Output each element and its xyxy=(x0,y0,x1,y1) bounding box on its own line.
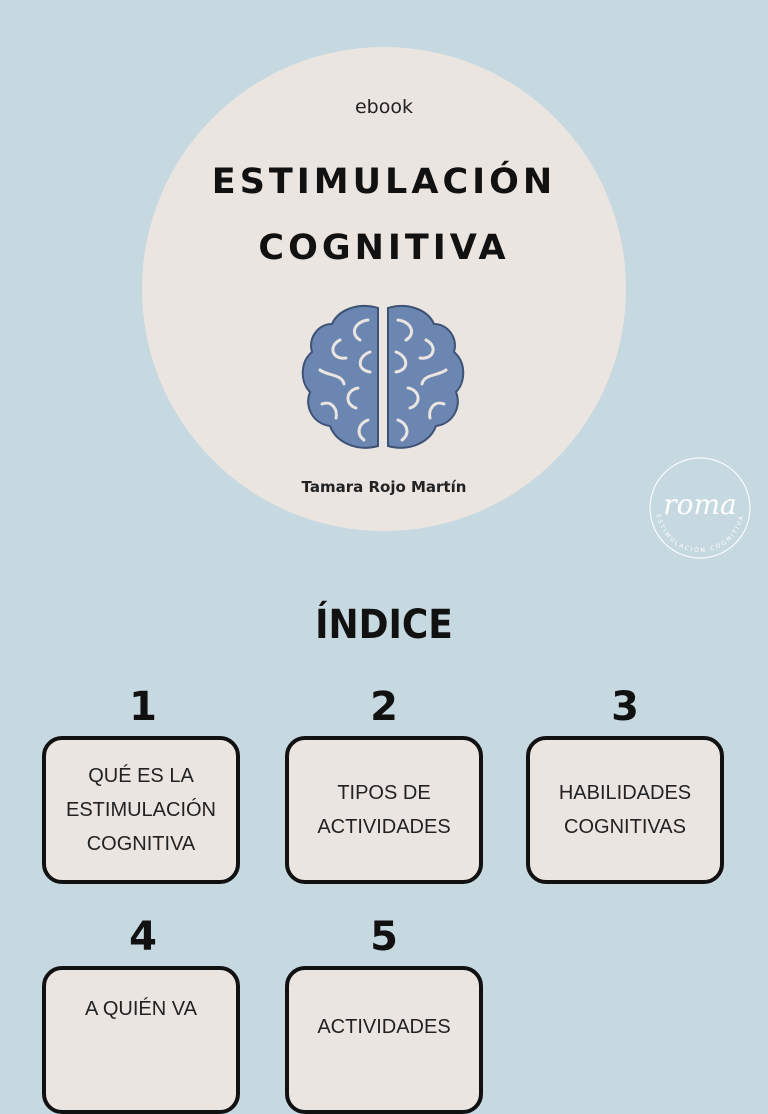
ebook-label: ebook xyxy=(354,96,413,118)
index-card-5[interactable]: ACTIVIDADES xyxy=(285,966,483,1114)
index-number-4: 4 xyxy=(129,914,157,960)
index-card-label: ACTIVIDADES xyxy=(317,1016,451,1038)
index-card-1[interactable]: QUÉ ES LA ESTIMULACIÓN COGNITIVA xyxy=(42,736,240,884)
cover-circle xyxy=(142,47,626,531)
index-card-3[interactable]: HABILIDADES COGNITIVAS xyxy=(526,736,724,884)
brain-icon xyxy=(301,305,465,449)
index-card-label: QUÉ ES LA ESTIMULACIÓN COGNITIVA xyxy=(65,765,217,855)
index-title: ÍNDICE xyxy=(315,602,453,648)
author-name: Tamara Rojo Martín xyxy=(301,478,467,496)
index-card-label: HABILIDADES COGNITIVAS xyxy=(558,782,692,838)
index-card-label: TIPOS DE ACTIVIDADES xyxy=(317,782,451,838)
index-card-4[interactable]: A QUIÉN VA xyxy=(42,966,240,1114)
roma-logo: roma ESTIMULACIÓN COGNITIVA xyxy=(649,457,751,559)
index-number-3: 3 xyxy=(611,684,639,730)
index-card-label: A QUIÉN VA xyxy=(85,998,197,1020)
logo-name: roma xyxy=(663,488,737,521)
index-number-5: 5 xyxy=(370,914,398,960)
title-line-1: ESTIMULACIÓN xyxy=(211,162,557,202)
index-number-2: 2 xyxy=(370,684,398,730)
index-card-2[interactable]: TIPOS DE ACTIVIDADES xyxy=(285,736,483,884)
index-number-1: 1 xyxy=(129,684,157,730)
title-line-2: COGNITIVA xyxy=(258,228,510,268)
